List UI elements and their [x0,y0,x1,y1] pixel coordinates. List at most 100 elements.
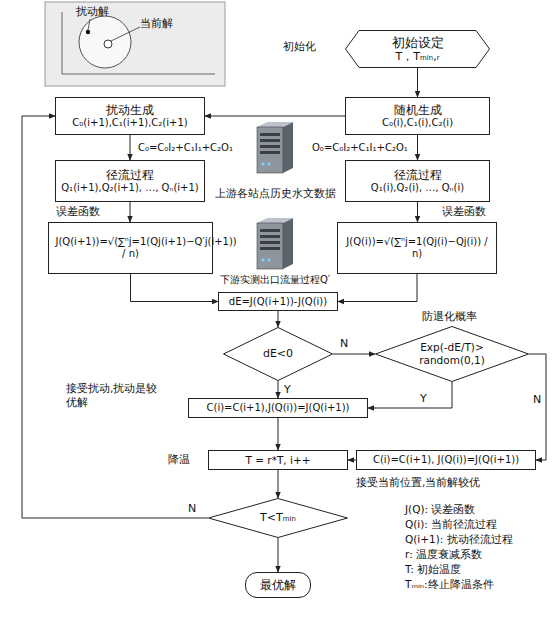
flow-arrow [278,538,279,572]
server-light [267,162,270,165]
flow-arrow [205,116,345,117]
annotation-label: 防退化概率 [422,310,477,324]
flow-arrow [22,116,208,518]
edge-label: N [533,393,541,407]
node-text: C₀(i+1),C₁(i+1),C₂(i+1) [72,117,187,129]
annotation-label: 接受当前位置,当前解较优 [356,476,481,490]
annotation-label: 当前解 [140,17,173,31]
legend-note: J(Q): 误差函数 [405,503,475,516]
process-box: dE=J(Q(i+1))-J(Q(i)) [218,292,338,311]
server-slot [260,247,280,250]
annotation-label: 扰动解 [76,5,109,19]
flow-arrow [130,135,131,160]
process-box: 随机生成C₀(i),C₁(i),C₂(i) [345,97,490,135]
process-box: C(i)=C(i+1),J(Q(i))=J(Q(i+1)) [188,398,368,418]
process-box: 径流过程Q₁(i),Q₂(i), …, Qₙ(i) [345,160,490,202]
server-side [283,122,293,173]
annotation-label: 误差函数 [442,205,486,219]
flow-arrow [348,460,356,461]
node-heading: 扰动生成 [106,103,154,117]
edge-label: O₀=C₀I₂+C₁I₁+C₂O₁ [312,142,408,155]
server-light [267,258,270,261]
decision-diamond: dE<0 [223,327,333,381]
axis-line [62,12,63,74]
annotation-label: 接受扰动,扰动是较优解 [66,382,158,410]
flow-arrow [338,274,417,302]
database-server: 上游各站点历史水文数据 [205,122,345,200]
server-slot [260,151,280,154]
node-text: J(Q(i))=√(∑ⁿj=1(Qj(i)−Qj(i)) / n) [345,236,490,260]
node-text: Exp(-dE/T)> random(0,1) [411,341,493,366]
annotation-label: 误差函数 [56,205,100,219]
flow-arrow [278,311,279,327]
node-heading: 径流过程 [106,168,154,182]
server-top [257,122,293,127]
server-slot [260,241,280,244]
flow-arrow [417,68,418,97]
legend-note: T: 初始温度 [405,563,461,576]
server-slot [260,139,280,142]
illustration-frame [45,2,225,86]
terminal-box: 最优解 [245,572,311,598]
perturb-point [86,30,90,34]
server-front [257,127,283,173]
node-text: C(i)=C(i+1),J(Q(i))=J(Q(i+1)) [207,402,350,414]
node-text: Q₁(i),Q₂(i), …, Qₙ(i) [371,182,464,194]
server-slot [260,229,280,232]
node-text: 上游各站点历史水文数据 [215,187,336,200]
outline-shape [376,327,529,382]
server-front [257,223,283,269]
formula-box: J(Q(i))=√(∑ⁿj=1(Qj(i)−Qj(i)) / n) [337,222,497,274]
legend-note: r: 温度衰减系数 [405,548,482,561]
legend-note: Q(i+1): 扰动径流过程 [405,533,513,546]
server-slot [260,145,280,148]
start-hexagon: 初始设定T，Tₘᵢₙ,ᵣ [345,30,490,68]
server-icon [253,218,297,270]
annotation-label: 初始化 [283,40,316,54]
legend-note: Q(i): 当前径流过程 [405,518,497,531]
process-box: 径流过程Q₁(i+1),Q₂(i+1), …, Qₙ(i+1) [55,160,205,202]
outline-shape [209,499,348,538]
axis-line [62,74,215,75]
edge-label: Y [284,383,291,397]
node-text: dE=J(Q(i+1))-J(Q(i)) [229,296,327,308]
current-point [104,40,112,48]
edge-label: N [188,502,196,516]
node-text: 最优解 [260,578,296,592]
flow-arrow [130,202,131,222]
server-light [261,258,264,261]
edge-label: C₀=C₀I₂+C₁I₁+C₂O₁ [138,142,233,155]
server-top [257,218,293,223]
flow-arrow [417,135,418,160]
node-heading: 随机生成 [394,103,442,117]
node-heading: 初始设定 [392,35,444,51]
annotation-label: 降温 [168,453,190,467]
flow-arrow [333,354,375,355]
node-text: C(i)=C(i+1), J(Q(i))=J(Q(i+1)) [373,454,519,466]
node-heading: 径流过程 [394,168,442,182]
process-box: C(i)=C(i+1), J(Q(i))=J(Q(i+1)) [356,450,536,470]
edge-label: N [340,337,348,351]
server-slot [260,133,280,136]
server-side [283,218,293,269]
node-text: Q₁(i+1),Q₂(i+1), …, Qₙ(i+1) [61,182,198,194]
flow-arrow [368,382,452,408]
server-icon [253,122,297,174]
decision-diamond: T<Tₘᵢₙ [208,498,348,538]
process-box: 扰动生成C₀(i+1),C₁(i+1),C₂(i+1) [55,97,205,135]
server-light [261,162,264,165]
node-text: 下游实测出口流量过程Q′ [220,274,330,286]
flow-arrow [417,202,418,222]
decision-diamond: Exp(-dE/T)> random(0,1) [375,326,529,382]
outline-shape [224,328,333,381]
flow-arrow [278,381,279,398]
flow-arrow [529,354,546,460]
search-radius [79,16,131,68]
formula-box: J(Q(i+1))=√(∑ⁿj=1(Qj(i+1)−Q′j(i+1)) / n) [48,222,213,274]
node-text: T<Tₘᵢₙ [260,511,296,524]
flow-arrow [278,418,279,450]
leader-line [88,19,90,30]
server-slot [260,235,280,238]
edge-label: Y [420,392,427,406]
